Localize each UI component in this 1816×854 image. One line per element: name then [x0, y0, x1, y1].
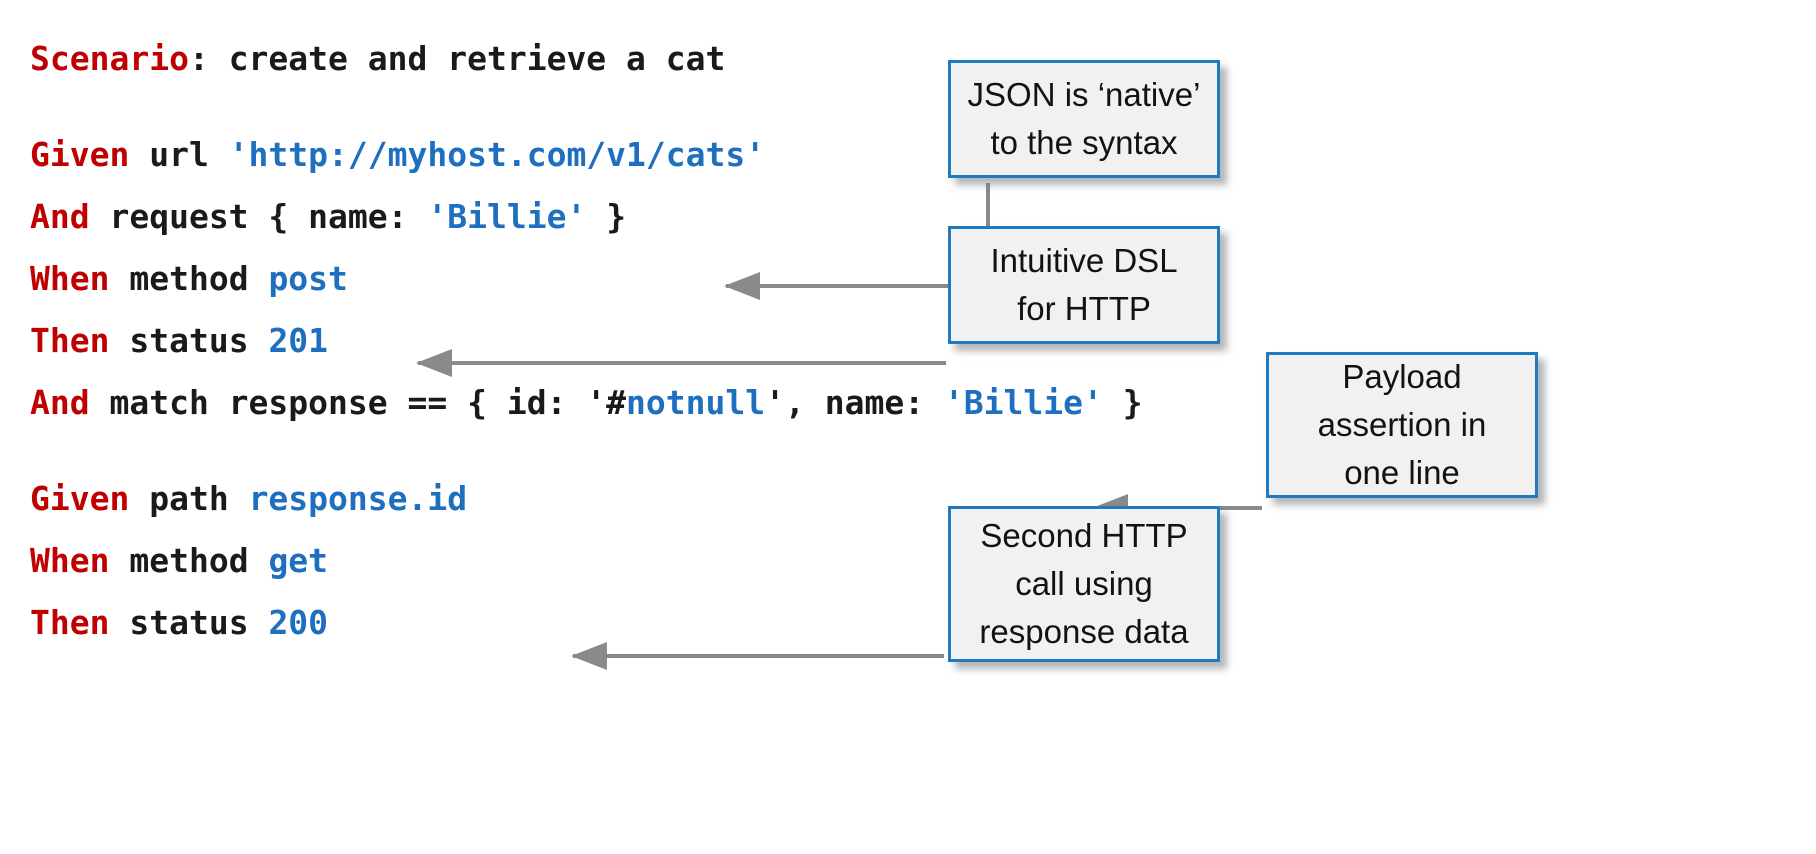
callout-json-native-text: JSON is ‘native’ to the syntax: [967, 76, 1201, 161]
code-token-when-method-get-2: get: [268, 541, 329, 580]
code-token-then-status-201-0: Then: [30, 321, 110, 360]
code-token-when-method-post-1: method: [109, 259, 269, 298]
callout-intuitive-dsl-text: Intuitive DSL for HTTP: [990, 242, 1178, 327]
code-token-when-method-post-2: post: [268, 259, 348, 298]
code-token-and-request-0: And: [30, 197, 90, 236]
code-token-given-path-1: path: [129, 479, 249, 518]
callout-payload-assertion: Payload assertion in one line: [1266, 352, 1538, 498]
code-token-and-match-response-2: notnull: [626, 383, 766, 422]
code-token-then-status-201-2: 201: [268, 321, 329, 360]
code-line-given-path: Given path response.id: [30, 468, 1210, 530]
code-token-and-request-1: request { name:: [89, 197, 428, 236]
code-token-then-status-200-1: status: [109, 603, 269, 642]
code-token-and-request-3: }: [586, 197, 627, 236]
callout-second-call: Second HTTP call using response data: [948, 506, 1220, 662]
code-line-then-status-201: Then status 201: [30, 310, 1210, 372]
code-line-when-method-post: When method post: [30, 248, 1210, 310]
code-token-given-url-1: url: [129, 135, 229, 174]
code-token-given-url-0: Given: [30, 135, 130, 174]
code-token-and-match-response-5: }: [1102, 383, 1143, 422]
code-line-scenario: Scenario: create and retrieve a cat: [30, 28, 1210, 90]
code-token-and-request-2: 'Billie': [427, 197, 587, 236]
code-token-then-status-200-0: Then: [30, 603, 110, 642]
code-line-then-status-200: Then status 200: [30, 592, 1210, 654]
code-token-then-status-201-1: status: [109, 321, 269, 360]
code-token-scenario-0: Scenario: [30, 39, 189, 78]
code-token-given-path-2: response.id: [248, 479, 468, 518]
callout-second-call-text: Second HTTP call using response data: [979, 517, 1189, 650]
code-line-when-method-get: When method get: [30, 530, 1210, 592]
code-token-when-method-post-0: When: [30, 259, 110, 298]
code-line-given-url: Given url 'http://myhost.com/v1/cats': [30, 124, 1210, 186]
code-token-when-method-get-0: When: [30, 541, 110, 580]
code-token-given-url-2: 'http://myhost.com/v1/cats': [228, 135, 766, 174]
code-token-scenario-1: : create and retrieve a cat: [188, 39, 726, 78]
callout-payload-assertion-text: Payload assertion in one line: [1317, 358, 1487, 491]
code-line-blank-2: [30, 434, 1210, 468]
code-token-and-match-response-1: match response == { id: '#: [89, 383, 627, 422]
code-token-and-match-response-3: ', name:: [765, 383, 944, 422]
code-line-and-match-response: And match response == { id: '#notnull', …: [30, 372, 1210, 434]
callout-intuitive-dsl: Intuitive DSL for HTTP: [948, 226, 1220, 344]
callout-json-native: JSON is ‘native’ to the syntax: [948, 60, 1220, 178]
code-token-and-match-response-0: And: [30, 383, 90, 422]
code-line-and-request: And request { name: 'Billie' }: [30, 186, 1210, 248]
code-token-then-status-200-2: 200: [268, 603, 329, 642]
code-token-when-method-get-1: method: [109, 541, 269, 580]
gherkin-code-block: Scenario: create and retrieve a cat Give…: [30, 28, 1210, 654]
code-token-given-path-0: Given: [30, 479, 130, 518]
code-token-and-match-response-4: 'Billie': [943, 383, 1103, 422]
